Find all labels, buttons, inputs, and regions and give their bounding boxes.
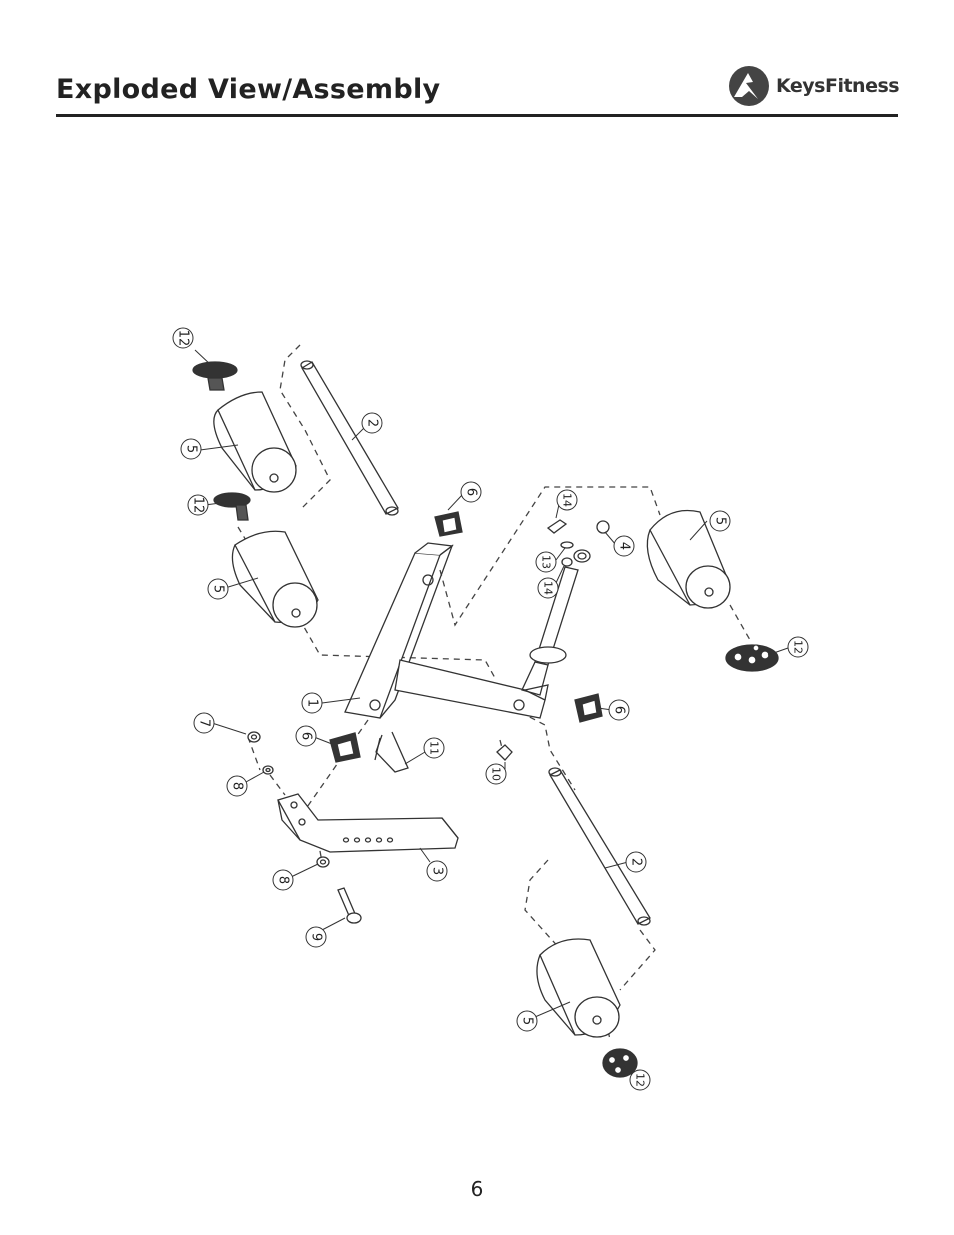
callout-5-a: 5 [180,438,202,460]
callout-13: 13 [535,551,557,573]
svg-text:3: 3 [430,867,445,875]
svg-text:2: 2 [365,419,380,427]
end-cap-12-bottom [602,1048,638,1078]
callout-14-a: 14 [556,489,578,511]
bolt-9 [337,887,362,924]
svg-text:4: 4 [617,542,632,550]
svg-text:12: 12 [191,497,206,514]
svg-text:6: 6 [464,488,479,496]
svg-text:5: 5 [184,445,199,453]
nut-7 [247,731,261,743]
callout-7: 7 [193,712,215,734]
svg-text:2: 2 [629,858,644,866]
svg-text:5: 5 [211,585,226,593]
end-cap-12-top [192,361,238,391]
svg-text:1: 1 [305,699,320,707]
svg-text:6: 6 [299,732,314,740]
callout-11: 11 [423,737,445,759]
svg-text:9: 9 [309,933,324,941]
upper-roller-pad-1 [213,391,297,493]
svg-text:14: 14 [561,493,574,507]
callout-3: 3 [426,860,448,882]
small-parts-13-14-4 [546,519,610,567]
callout-2-a: 2 [361,412,383,434]
pin-11 [374,731,409,773]
end-cap-12-right [725,644,779,672]
svg-text:5: 5 [713,517,728,525]
main-frame-1 [344,542,549,719]
upper-roller-pad-2 [231,530,319,628]
svg-text:14: 14 [542,581,555,595]
svg-text:8: 8 [230,782,245,790]
plug-6-top [434,511,463,537]
callout-12-d: 12 [629,1069,651,1091]
center-post [521,566,579,696]
callout-12-c: 12 [787,636,809,658]
right-roller-pad [646,509,731,609]
callout-6-c: 6 [295,725,317,747]
callout-5-b: 5 [207,578,229,600]
assembly-guides [237,344,751,1041]
callout-9: 9 [305,926,327,948]
callout-6-b: 6 [608,699,630,721]
svg-text:8: 8 [276,876,291,884]
brand-logo: KeysFitness [728,63,900,109]
svg-text:10: 10 [490,767,503,781]
callout-5-d: 5 [516,1010,538,1032]
callout-balloons: 12 5 12 5 2 6 14 13 14 4 5 12 1 6 6 7 8 … [172,327,809,1091]
tube-2-upper [300,360,399,516]
header-rule [56,114,898,117]
callout-4: 4 [613,535,635,557]
part-10 [496,744,513,761]
washer-8-upper [262,765,274,775]
svg-text:13: 13 [540,555,553,569]
svg-text:12: 12 [792,640,805,654]
plug-6-right [574,693,603,723]
callout-5-c: 5 [709,510,731,532]
callout-14-b: 14 [537,577,559,599]
logo-text-keys: Keys [776,75,825,97]
callout-12-b: 12 [187,494,209,516]
washer-8-lower [316,856,330,868]
logo-text-fitness: Fitness [824,75,900,97]
callout-8-b: 8 [272,869,294,891]
tube-2-lower [548,767,651,926]
svg-text:11: 11 [428,741,441,755]
svg-text:7: 7 [197,719,212,727]
svg-text:5: 5 [520,1017,535,1025]
lower-roller-pad [536,938,621,1038]
svg-text:12: 12 [176,330,191,347]
tube-3 [277,793,459,853]
svg-text:12: 12 [634,1073,647,1087]
logo-text: KeysFitness [776,75,900,97]
callout-1: 1 [301,692,323,714]
page-title: Exploded View/Assembly [56,74,441,105]
svg-text:6: 6 [612,706,627,714]
callout-12-a: 12 [172,327,194,349]
end-cap-12-second [213,492,251,521]
callout-10: 10 [485,763,507,785]
keys-fitness-logo-icon [729,66,769,106]
plug-6-left [329,732,361,763]
callout-6-a: 6 [460,481,482,503]
page-number: 6 [470,1177,484,1201]
callout-2-b: 2 [625,851,647,873]
callout-8-a: 8 [226,775,248,797]
